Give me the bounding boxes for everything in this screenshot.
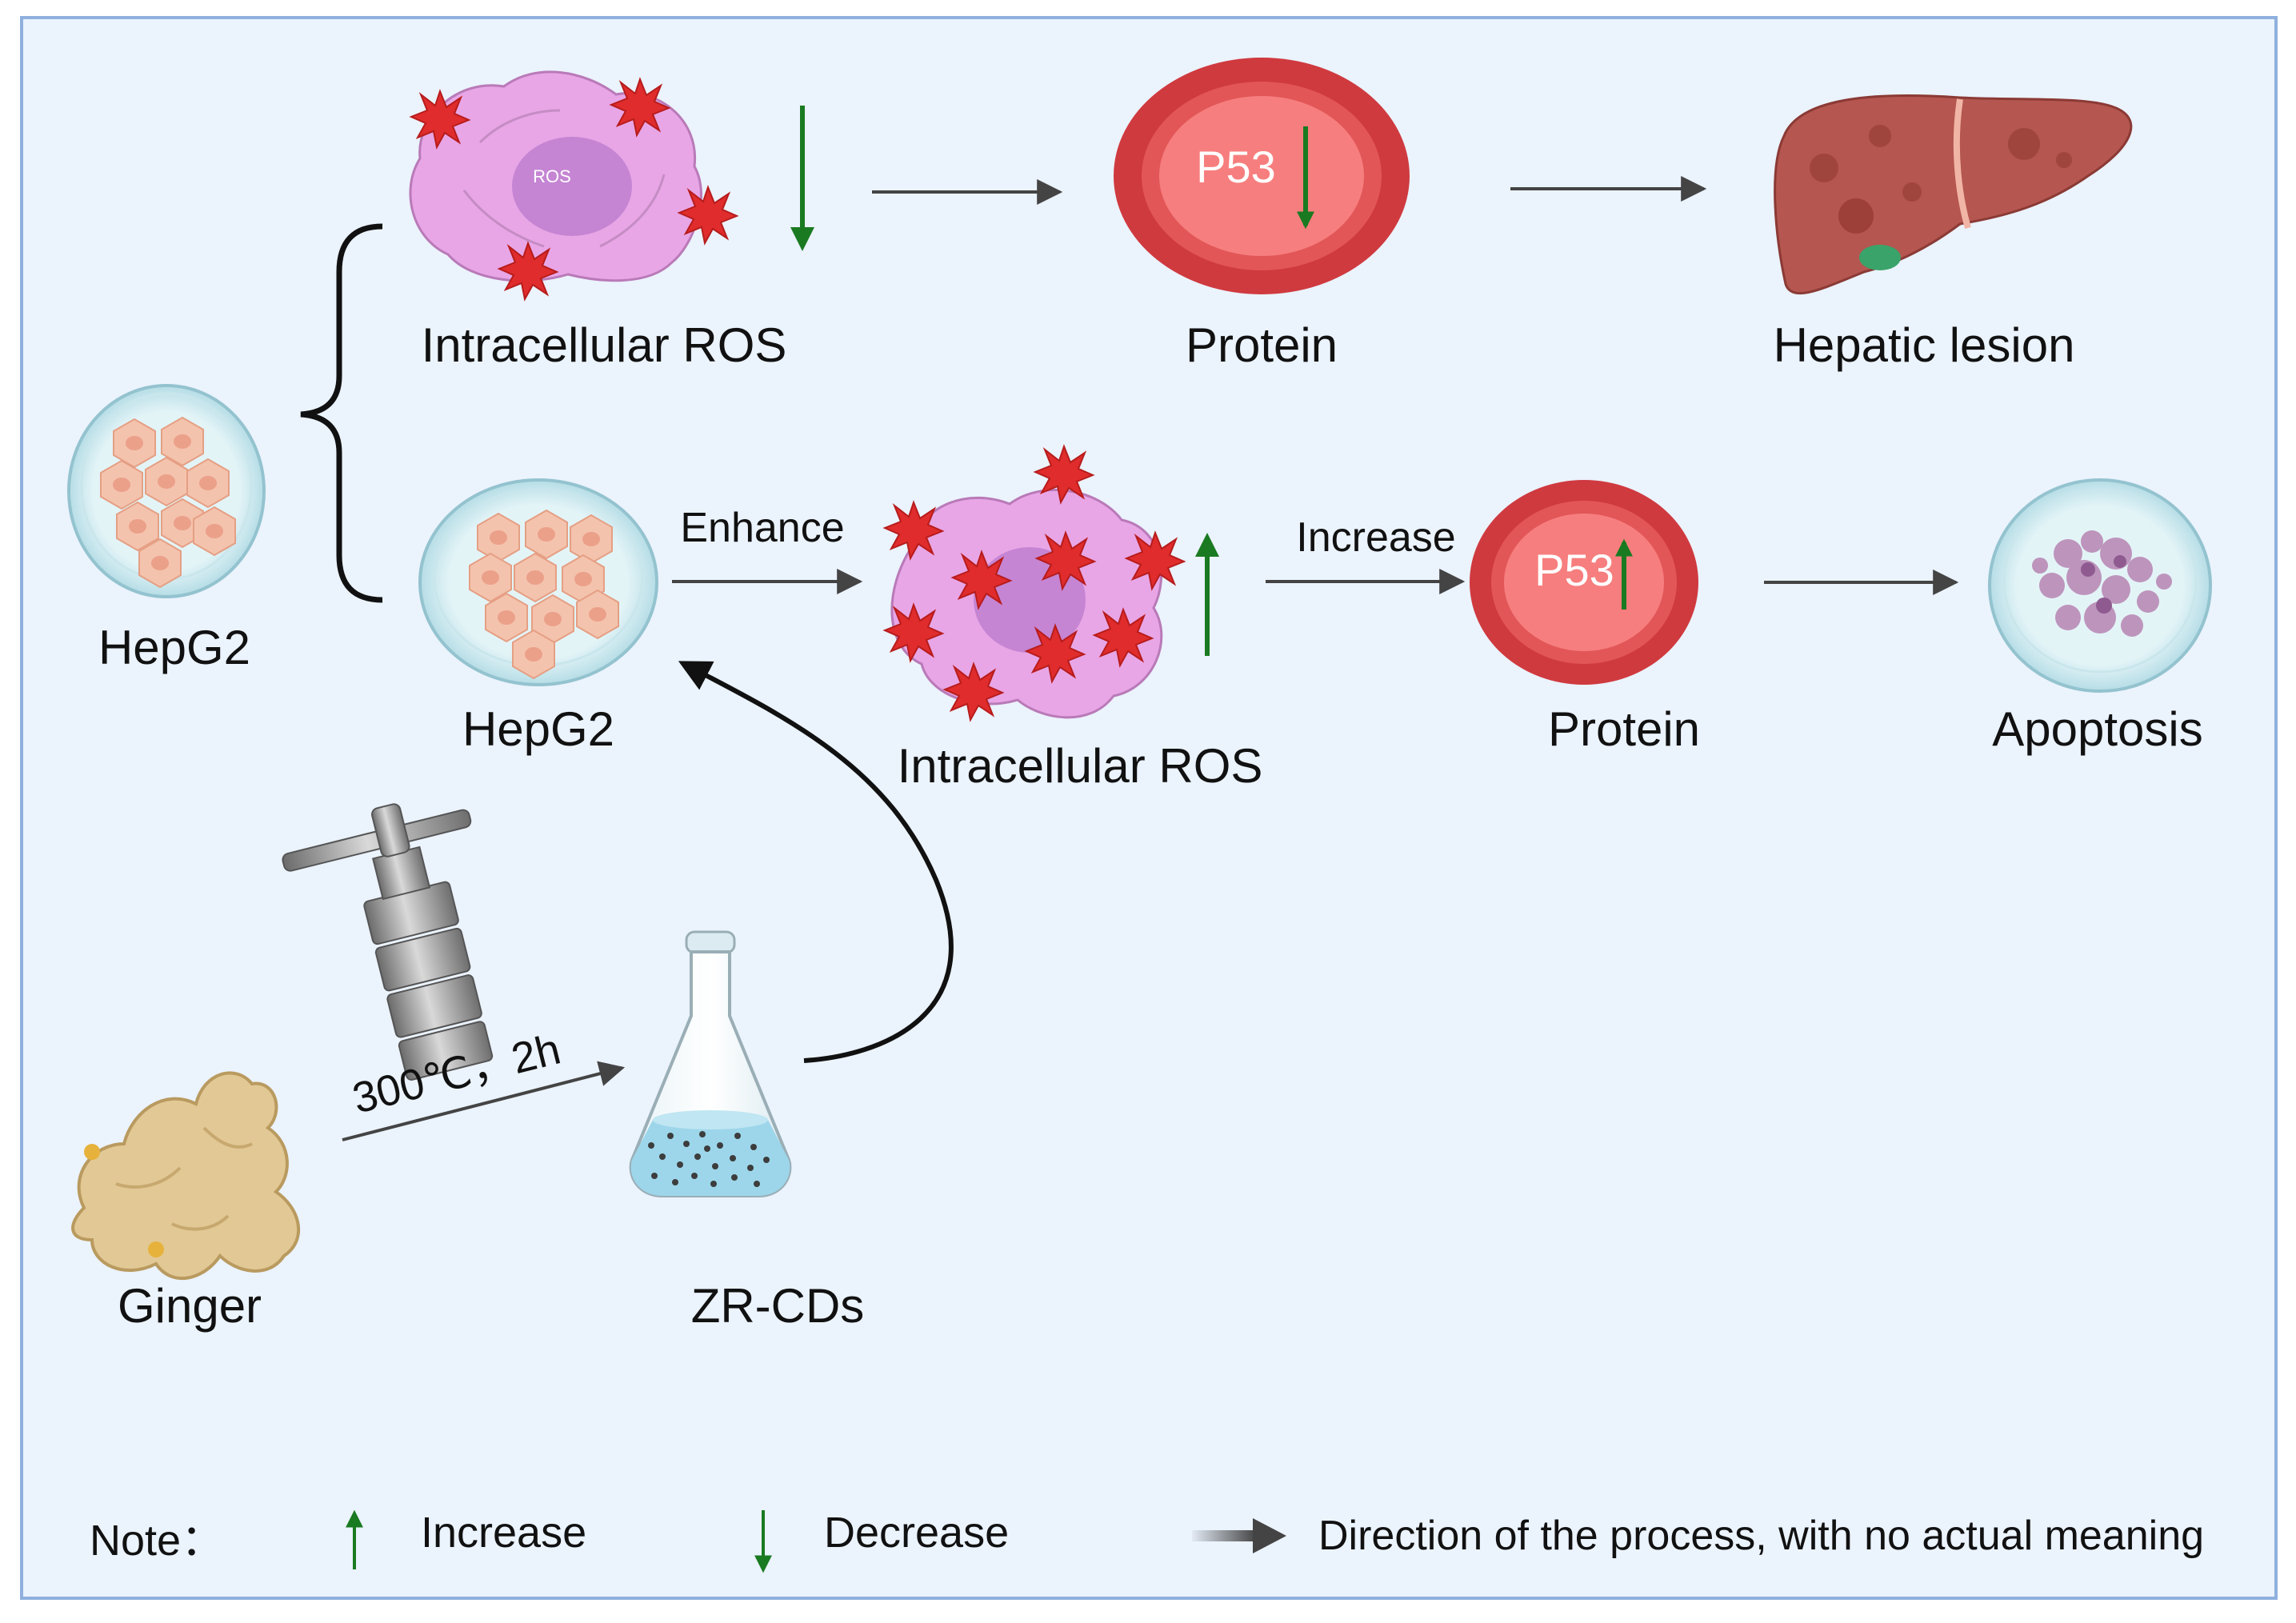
petri-dish-icon [418,478,658,686]
ginger-icon [71,1071,300,1280]
apoptosis-dish-icon [1988,478,2212,693]
process-arrow [678,661,954,1063]
ros-cell-icon [409,70,738,300]
zr-cds-label: ZR-CDs [690,1279,865,1333]
hepg2-label-left: HepG2 [98,621,251,674]
protein-label: Protein [1185,318,1338,372]
p53-protein-icon [1114,58,1410,294]
hepatic-lesion-label: Hepatic lesion [1773,318,2075,372]
note-direction: Direction of the process, with no actual… [1318,1513,2205,1559]
ros-tag-label: ROS [533,166,571,186]
enhance-label: Enhance [680,505,845,551]
ginger-label: Ginger [117,1279,262,1333]
liver-icon [1774,94,2133,295]
direction-arrow-icon [1192,1530,1256,1541]
ros-cell-icon [884,446,1185,721]
petri-dish-icon [67,384,266,598]
note-title: Note： [90,1517,225,1565]
intracellular-ros-label: Intracellular ROS [897,739,1263,793]
p53-label-top: P53 [1196,142,1276,192]
apoptosis-label: Apoptosis [1992,702,2203,756]
p53-label-bottom: P53 [1534,545,1614,595]
autoclave-icon [282,803,494,1081]
note-decrease: Decrease [824,1509,1010,1557]
hepg2-label-mid: HepG2 [462,702,615,756]
increase-label: Increase [1296,514,1456,561]
note-increase: Increase [421,1509,587,1557]
intracellular-ros-label: Intracellular ROS [421,318,787,372]
protein-label: Protein [1547,702,1701,756]
diagram-frame [20,16,2278,1600]
flask-icon [629,930,792,1197]
bracket-icon [300,223,383,603]
process-arrow [342,1061,626,1141]
